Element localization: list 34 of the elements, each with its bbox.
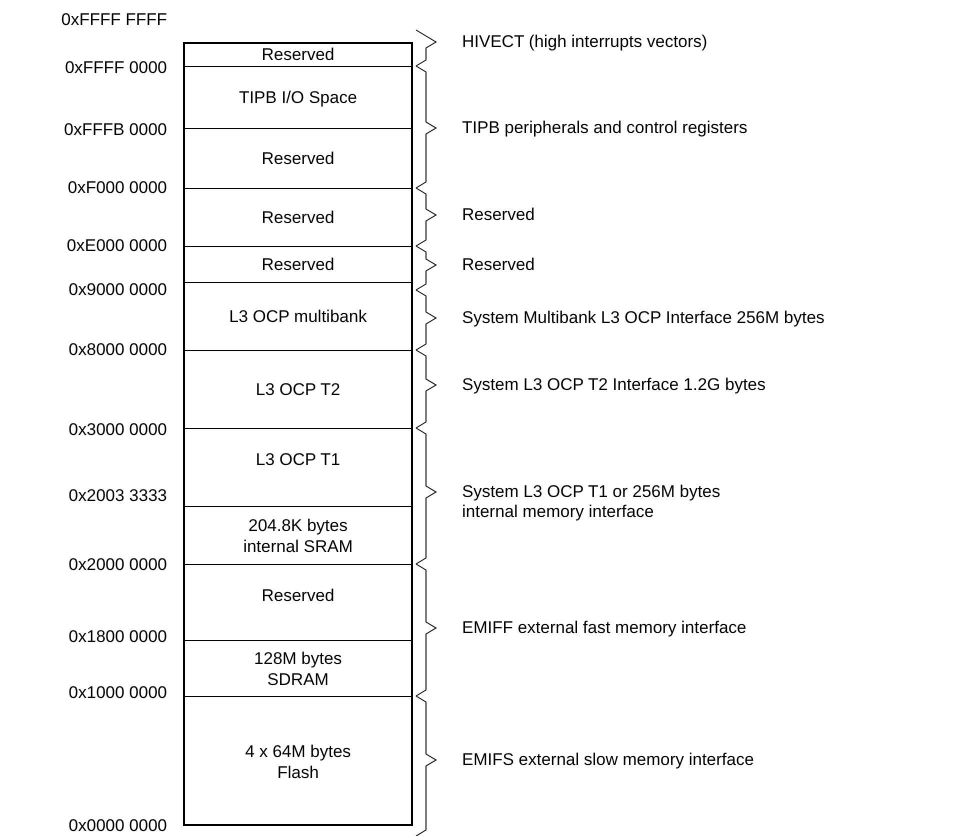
address-label: 0x1800 0000 <box>68 627 167 647</box>
region-description: EMIFS external slow memory interface <box>462 750 754 770</box>
region-description: System L3 OCP T1 or 256M bytes internal memory interface <box>462 482 722 522</box>
region-description: Reserved <box>462 205 535 225</box>
memory-region: 128M bytes SDRAM <box>185 640 411 696</box>
address-label: 0xFFFF 0000 <box>64 58 167 78</box>
memory-region: TIPB I/O Space <box>185 66 411 128</box>
memory-region: Reserved <box>185 188 411 246</box>
memory-region: 4 x 64M bytes Flash <box>185 696 411 826</box>
address-label: 0x2000 0000 <box>68 555 167 575</box>
address-label: 0x9000 0000 <box>68 280 167 300</box>
address-label: 0x2003 3333 <box>68 486 167 506</box>
address-label: 0xF000 0000 <box>68 178 167 198</box>
memory-region: Reserved <box>185 246 411 282</box>
memory-region: 204.8K bytes internal SRAM <box>185 506 411 564</box>
address-label: 0x1000 0000 <box>68 683 167 703</box>
region-description: Reserved <box>462 255 535 275</box>
memory-region: L3 OCP T2 <box>185 350 411 428</box>
address-label: 0xFFFB 0000 <box>64 120 167 140</box>
memory-region: L3 OCP T1 <box>185 428 411 506</box>
region-description: System L3 OCP T2 Interface 1.2G bytes <box>462 375 766 395</box>
address-label: 0x0000 0000 <box>68 816 167 836</box>
address-label: 0x8000 0000 <box>68 340 167 360</box>
address-label: 0x3000 0000 <box>68 420 167 440</box>
memory-region: Reserved <box>185 564 411 640</box>
region-description: HIVECT (high interrupts vectors) <box>462 32 708 52</box>
memory-region: Reserved <box>185 128 411 188</box>
region-description: TIPB peripherals and control registers <box>462 118 748 138</box>
memory-region: Reserved <box>185 42 411 66</box>
region-description: System Multibank L3 OCP Interface 256M bytes <box>462 308 825 328</box>
address-label: 0xE000 0000 <box>66 236 167 256</box>
memory-region: L3 OCP multibank <box>185 282 411 350</box>
region-description: EMIFF external fast memory interface <box>462 618 746 638</box>
address-label: 0xFFFF FFFF <box>61 10 167 30</box>
